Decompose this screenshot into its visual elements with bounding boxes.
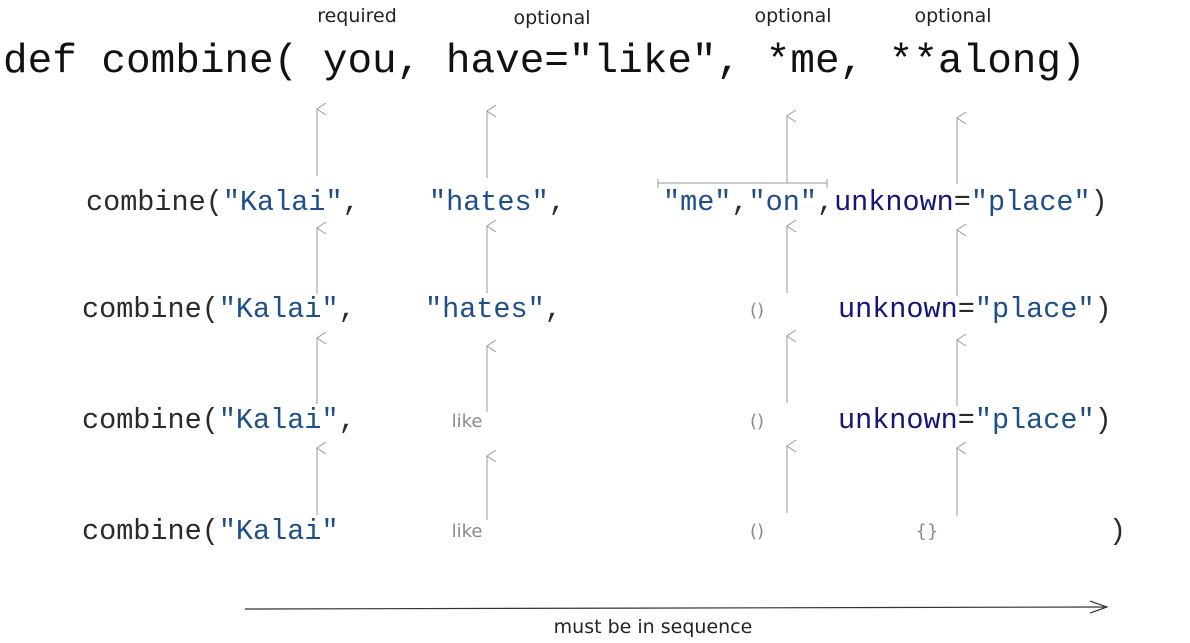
sig-param-along: **along) bbox=[864, 39, 1086, 85]
equals: = bbox=[957, 404, 975, 437]
default-me: () bbox=[749, 300, 765, 321]
sequence-arrow bbox=[244, 607, 1107, 609]
kwarg-name: unknown bbox=[834, 186, 954, 219]
equals: = bbox=[953, 186, 971, 219]
sig-def: def combine( bbox=[3, 39, 299, 85]
kwarg-name: unknown bbox=[838, 293, 958, 326]
arg-you: "Kalai" bbox=[222, 186, 343, 219]
call-fn: combine( bbox=[82, 293, 219, 326]
sig-param-have: have="like", bbox=[421, 39, 742, 85]
comma: , bbox=[816, 186, 835, 219]
arg-you: "Kalai" bbox=[218, 404, 339, 437]
footer-caption: must be in sequence bbox=[553, 616, 753, 638]
equals: = bbox=[957, 293, 975, 326]
close-paren: ) bbox=[1094, 404, 1112, 437]
arg-me-1: "me" bbox=[663, 186, 732, 219]
call-row-3-kw: unknown="place") bbox=[838, 404, 1112, 437]
default-me: () bbox=[749, 411, 765, 432]
call-fn: combine( bbox=[82, 515, 219, 548]
call-row-2: combine("Kalai", bbox=[82, 293, 356, 326]
comma: , bbox=[342, 186, 360, 219]
call-row-1-rest: "me","on",unknown="place") bbox=[663, 186, 1108, 219]
call-fn: combine( bbox=[82, 404, 219, 437]
sig-param-me: *me, bbox=[741, 39, 865, 85]
call-row-2-have: "hates", bbox=[425, 293, 562, 326]
call-row-4: combine("Kalai" bbox=[82, 515, 339, 548]
default-have: like bbox=[451, 411, 483, 432]
label-optional-have: optional bbox=[513, 7, 591, 29]
sig-param-you: you, bbox=[298, 39, 422, 85]
close-paren: ) bbox=[1109, 515, 1127, 548]
label-optional-along: optional bbox=[914, 5, 992, 27]
call-row-1: combine("Kalai", bbox=[86, 186, 360, 219]
label-optional-me: optional bbox=[754, 5, 832, 27]
kwarg-name: unknown bbox=[838, 404, 958, 437]
default-me: () bbox=[749, 521, 765, 542]
label-required: required bbox=[317, 5, 397, 27]
close-paren: ) bbox=[1090, 186, 1108, 219]
group-bracket bbox=[657, 179, 828, 188]
close-paren: ) bbox=[1094, 293, 1112, 326]
call-row-1-have: "hates", bbox=[429, 186, 566, 219]
kwarg-value: "place" bbox=[974, 293, 1095, 326]
call-row-3: combine("Kalai", bbox=[82, 404, 356, 437]
comma: , bbox=[338, 404, 356, 437]
comma: , bbox=[548, 186, 566, 219]
function-signature: def combine( you, have="like", *me, **al… bbox=[3, 42, 1086, 83]
kwarg-value: "place" bbox=[974, 404, 1095, 437]
call-row-2-kw: unknown="place") bbox=[838, 293, 1112, 326]
arg-have: "hates" bbox=[429, 186, 549, 219]
default-along: {} bbox=[915, 521, 939, 542]
comma: , bbox=[731, 186, 749, 219]
call-fn: combine( bbox=[86, 186, 223, 219]
kwarg-value: "place" bbox=[970, 186, 1091, 219]
comma: , bbox=[544, 293, 562, 326]
comma: , bbox=[338, 293, 356, 326]
arg-me-2: "on" bbox=[748, 186, 817, 219]
default-have: like bbox=[451, 521, 483, 542]
arg-you: "Kalai" bbox=[218, 293, 339, 326]
arg-you: "Kalai" bbox=[218, 515, 339, 548]
arg-have: "hates" bbox=[425, 293, 545, 326]
